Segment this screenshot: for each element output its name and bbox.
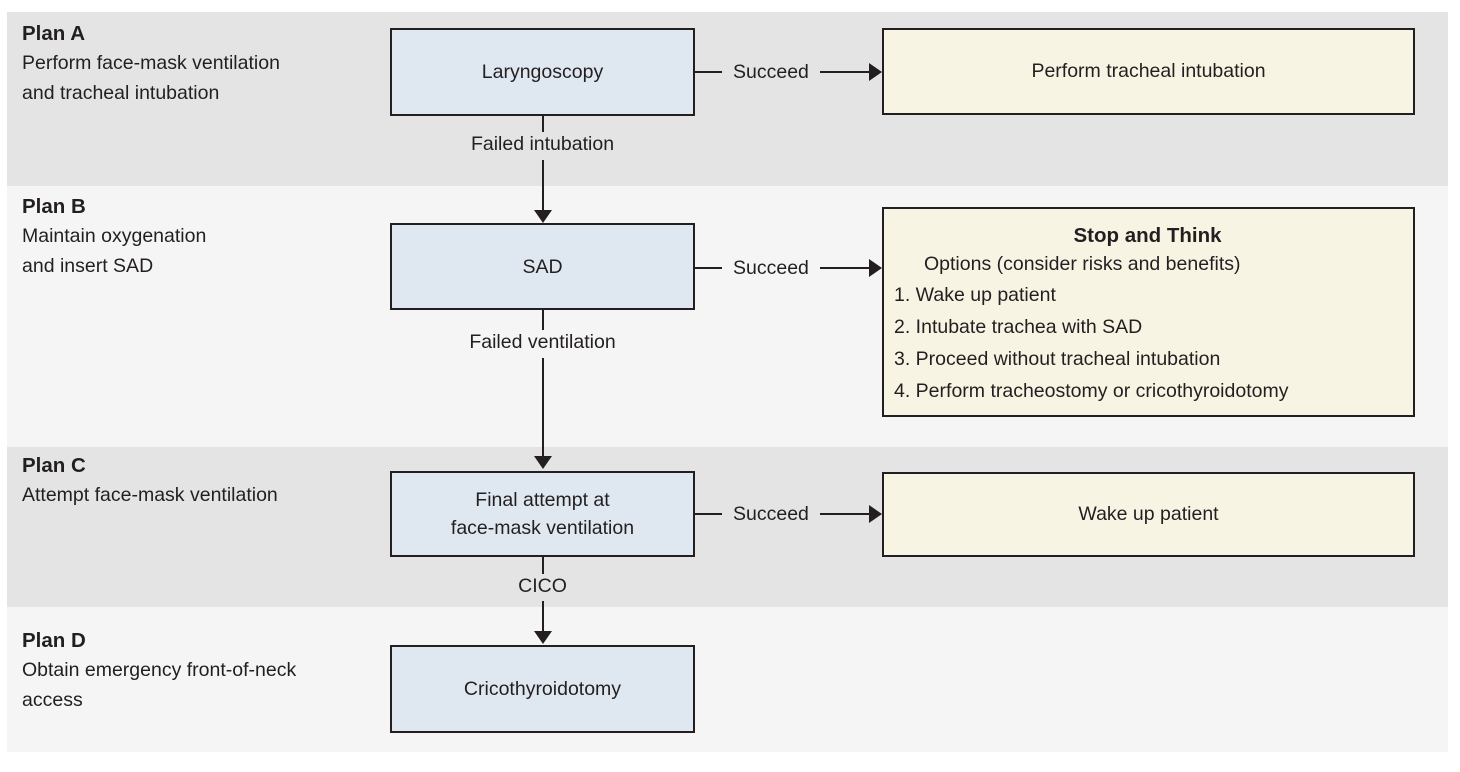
plan-b-succeed-connector: Succeed (695, 255, 882, 281)
cricothyroidotomy-process-box: Cricothyroidotomy (390, 645, 695, 733)
laryngoscopy-process-box: Laryngoscopy (390, 28, 695, 116)
final-attempt-box-text-line: Final attempt at (475, 489, 610, 511)
wake-up-patient-outcome-box: Wake up patient (882, 472, 1415, 557)
stop-and-think-option: 4. Perform tracheostomy or cricothyroido… (894, 380, 1289, 402)
stop-and-think-option: 2. Intubate trachea with SAD (894, 316, 1143, 338)
arrow-right-icon (869, 63, 882, 81)
stop-and-think-option: 3. Proceed without tracheal intubation (894, 348, 1221, 370)
plan-b-label: Plan B Maintain oxygenation and insert S… (22, 193, 206, 281)
plan-d-title: Plan D (22, 629, 86, 652)
arrow-right-icon (869, 259, 882, 277)
final-attempt-process-box: Final attempt at face-mask ventilation (390, 471, 695, 557)
arrow-right-icon (869, 505, 882, 523)
outcome-a-text: Perform tracheal intubation (1031, 60, 1266, 82)
plan-a-description-line: Perform face-mask ventilation (22, 52, 280, 74)
failed-intubation-line (542, 160, 544, 211)
stop-and-think-outcome-box: Stop and Think Options (consider risks a… (882, 207, 1415, 417)
cico-line (542, 601, 544, 632)
arrow-down-icon (534, 210, 552, 223)
final-attempt-box-text-line: face-mask ventilation (450, 517, 635, 539)
connector-line (695, 71, 722, 73)
plan-a-succeed-connector: Succeed (695, 59, 882, 85)
plan-b-succeed-label: Succeed (733, 256, 809, 279)
outcome-c-text: Wake up patient (1078, 503, 1219, 525)
stop-and-think-subtitle: Options (consider risks and benefits) (924, 253, 1241, 275)
connector-line (695, 267, 722, 269)
cico-line (542, 557, 544, 574)
arrow-down-icon (534, 456, 552, 469)
sad-box-text: SAD (522, 255, 563, 278)
cricothyroidotomy-box-text: Cricothyroidotomy (463, 678, 622, 700)
connector-line (695, 513, 722, 515)
stop-and-think-option: 1. Wake up patient (894, 284, 1056, 306)
plan-d-band (7, 607, 1448, 752)
failed-ventilation-label: Failed ventilation (469, 331, 616, 353)
arrow-down-icon (534, 631, 552, 644)
plan-d-description-line: Obtain emergency front-of-neck (22, 659, 297, 681)
failed-ventilation-line (542, 310, 544, 330)
connector-line (819, 71, 869, 73)
plan-a-succeed-label: Succeed (733, 60, 809, 83)
sad-process-box: SAD (390, 223, 695, 310)
plan-a-description-line: and tracheal intubation (22, 82, 220, 104)
plan-c-succeed-connector: Succeed (695, 501, 882, 527)
cico-label: CICO (518, 575, 567, 597)
failed-ventilation-line (542, 358, 544, 457)
connector-line (819, 513, 869, 515)
stop-and-think-title: Stop and Think (1073, 224, 1222, 247)
plan-b-description-line: and insert SAD (22, 255, 154, 277)
connector-line (819, 267, 869, 269)
plan-d-description-line: access (22, 689, 83, 711)
plan-a-label: Plan A Perform face-mask ventilation and… (22, 20, 280, 108)
plan-c-description-line: Attempt face-mask ventilation (22, 484, 278, 506)
failed-intubation-line (542, 116, 544, 132)
plan-c-succeed-label: Succeed (733, 502, 809, 525)
plan-c-label: Plan C Attempt face-mask ventilation (22, 452, 278, 510)
perform-tracheal-intubation-outcome-box: Perform tracheal intubation (882, 28, 1415, 115)
plan-c-title: Plan C (22, 454, 86, 477)
plan-b-description-line: Maintain oxygenation (22, 225, 207, 247)
plan-a-title: Plan A (22, 22, 86, 45)
laryngoscopy-box-text: Laryngoscopy (481, 61, 604, 83)
failed-intubation-label: Failed intubation (470, 133, 615, 155)
plan-b-title: Plan B (22, 195, 86, 218)
plan-d-label: Plan D Obtain emergency front-of-neck ac… (22, 627, 296, 715)
